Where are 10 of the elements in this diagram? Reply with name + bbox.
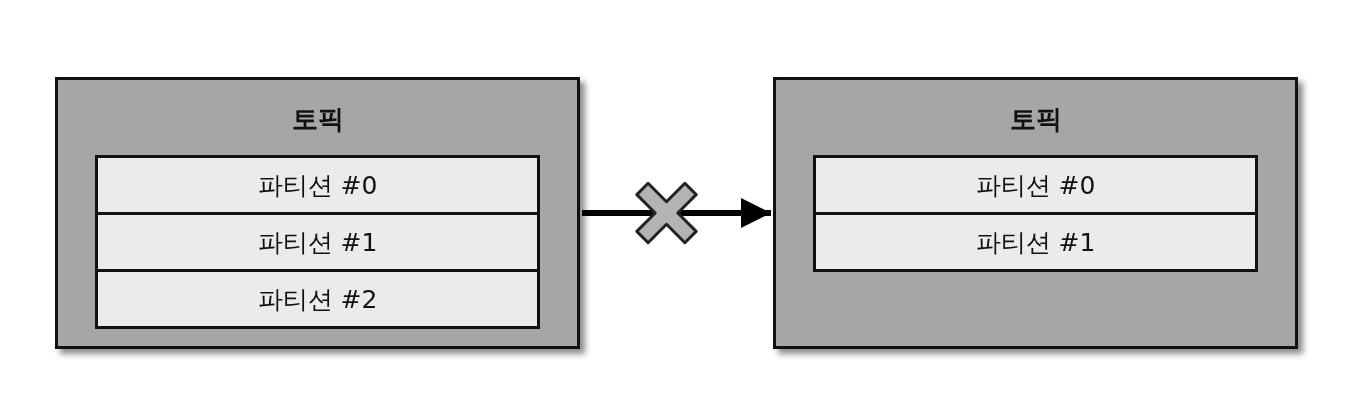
topic-title: 토픽 [1009,103,1062,136]
topic-title: 토픽 [291,103,344,136]
partition-row: 파티션 #1 [813,212,1258,272]
partition-row: 파티션 #0 [95,155,540,215]
topic-box [55,77,580,349]
topic-box [773,77,1298,349]
partition-row: 파티션 #1 [95,212,540,272]
arrow [582,198,771,228]
partition-row: 파티션 #0 [813,155,1258,215]
partition-row: 파티션 #2 [95,269,540,329]
